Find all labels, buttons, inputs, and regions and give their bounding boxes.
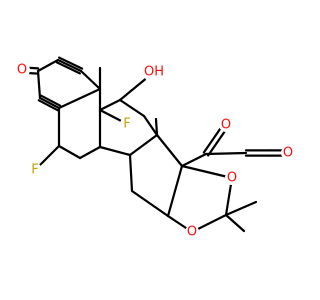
bond-c14-c15 <box>128 153 134 193</box>
atom-label-f-c9: F <box>120 117 134 132</box>
bond-c17-c20 <box>180 152 208 168</box>
bond-c9-c11 <box>98 98 122 112</box>
bond-c3-c2 <box>36 58 60 73</box>
bond-c14-c8 <box>98 145 132 157</box>
bond-c10-c5 <box>57 87 102 110</box>
atom-label-o-dioxolane-16: O <box>185 225 199 240</box>
bond-c15-c16 <box>130 189 170 218</box>
bond-c7-c8 <box>78 145 102 160</box>
bond-c11-c12 <box>118 98 146 118</box>
atom-label-f-c6: F <box>28 163 42 178</box>
atom-label-o-ketone-a-ring: O <box>14 62 30 78</box>
o-aldehyde-label: O <box>283 146 293 161</box>
bond-c20-c21 <box>204 151 248 156</box>
f-c9-label: F <box>123 117 130 132</box>
bond-c16-c17 <box>166 164 184 218</box>
o-dioxolane-16-label: O <box>187 225 197 240</box>
o-ketone-c20-label: O <box>221 118 231 133</box>
bond-c17-c13 <box>155 133 184 168</box>
o-dioxolane-17-label: O <box>227 171 237 186</box>
atom-label-o-dioxolane-17: O <box>225 171 239 186</box>
bond-c5-c4 <box>38 96 61 110</box>
bond-c1-c10 <box>79 69 102 91</box>
double-bond-c1-c2-b <box>55 61 81 75</box>
bond-c4-c3 <box>36 69 42 100</box>
bond-c13-me13 <box>154 117 159 137</box>
atom-label-oh-c11: OH <box>143 61 165 83</box>
molecule-diagram: O OH F F O O O O <box>14 56 295 240</box>
atom-label-o-aldehyde: O <box>281 146 295 161</box>
double-bond-c1-c2-a <box>58 56 84 70</box>
oh-c11-label: OH <box>144 65 164 80</box>
double-bond-c4-c5-b <box>40 94 62 107</box>
atom-label-o-ketone-c20: O <box>219 118 233 133</box>
double-bond-c4-c5-a <box>37 99 59 112</box>
bond-layer <box>20 56 290 234</box>
bond-c2-c1 <box>56 58 83 73</box>
bond-c12-c13 <box>142 114 159 137</box>
bond-c13-c14 <box>128 133 159 157</box>
bond-ca-mea <box>224 213 246 233</box>
bond-ca-meb <box>224 200 258 217</box>
f-c6-label: F <box>31 163 38 178</box>
o-ketone-a-ring-label: O <box>17 63 27 78</box>
bond-c6-c7 <box>57 144 82 160</box>
bond-c17-o17 <box>180 164 234 180</box>
atom-label-layer: O OH F F O O O O <box>14 61 295 240</box>
